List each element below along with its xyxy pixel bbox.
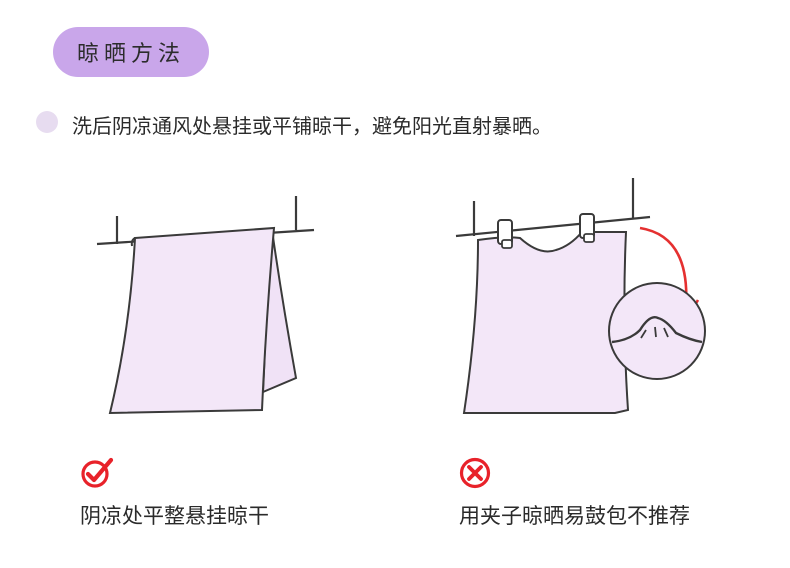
clip-right bbox=[580, 214, 594, 242]
recommended-caption: 阴凉处平整悬挂晾干 bbox=[80, 500, 269, 530]
cross-icon bbox=[459, 457, 493, 491]
clip-left bbox=[498, 220, 512, 248]
not-recommended-caption: 用夹子晾晒易鼓包不推荐 bbox=[459, 500, 690, 530]
check-icon bbox=[80, 456, 114, 490]
clipped-towel-illustration bbox=[456, 178, 705, 413]
hanging-towel-illustration bbox=[97, 196, 314, 413]
